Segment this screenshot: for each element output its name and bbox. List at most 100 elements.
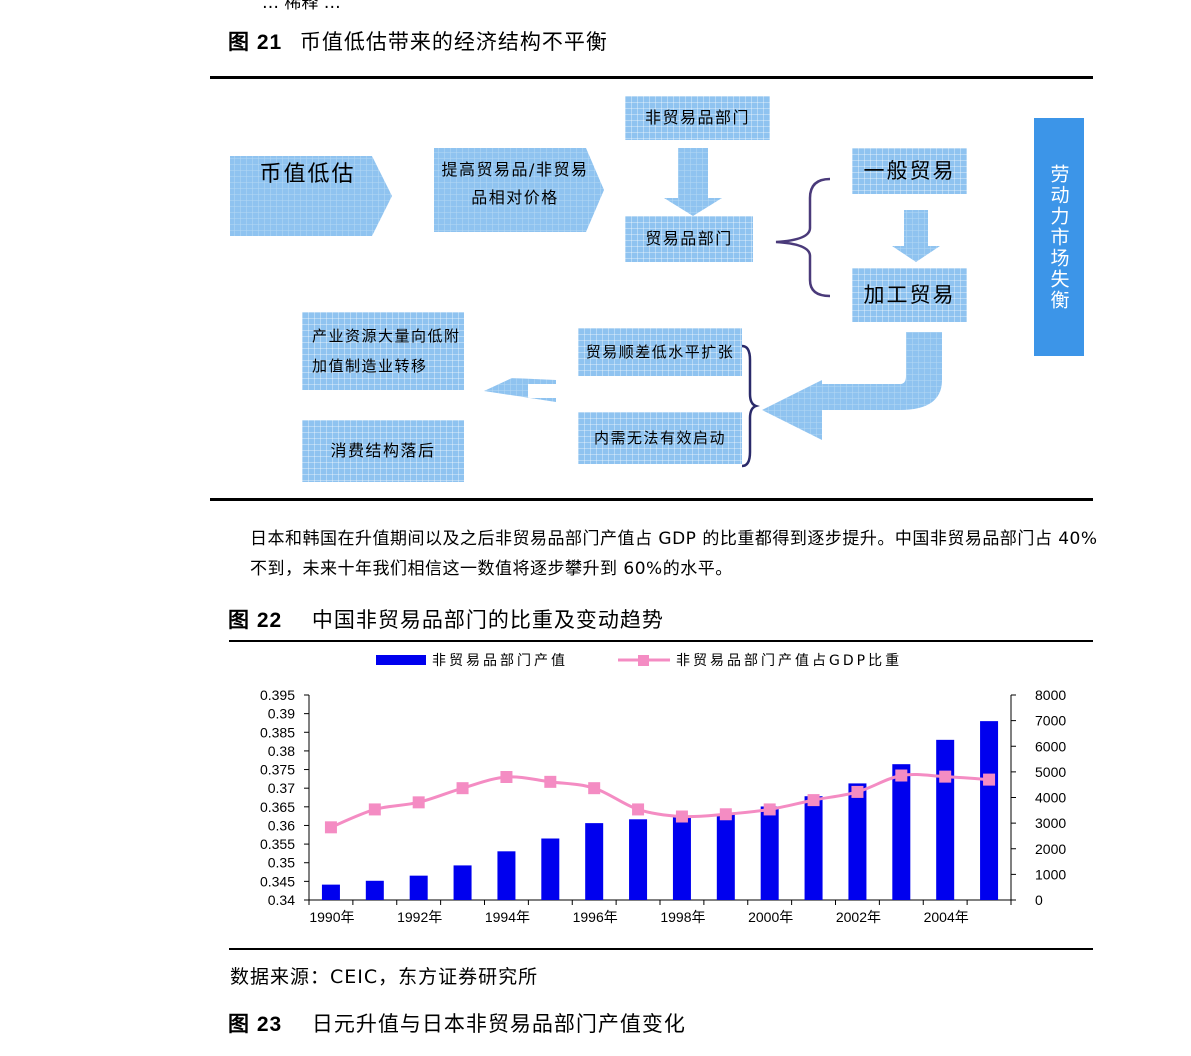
legend-line-label: 非贸易品部门产值占GDP比重 <box>676 653 902 669</box>
bar <box>848 783 867 900</box>
line-point <box>588 782 601 795</box>
line-point <box>324 821 337 834</box>
left-tick-label: 0.39 <box>268 706 295 722</box>
industry-shift-box: 产业资源大量向低附加值制造业转移 <box>302 312 464 390</box>
raise-price-label: 提高贸易品/非贸易品相对价格 <box>441 160 589 207</box>
line-point <box>983 773 996 786</box>
line-point <box>412 796 425 809</box>
x-tick-label: 2004年 <box>924 909 969 925</box>
line-point <box>851 785 864 798</box>
curved-big-arrow <box>762 332 942 440</box>
bar-series <box>321 721 999 900</box>
diagram-canvas <box>230 148 942 468</box>
bar <box>716 814 735 900</box>
bar <box>629 819 648 900</box>
line-path <box>330 773 990 829</box>
line-point <box>544 775 557 788</box>
bar <box>760 806 779 900</box>
right-tick-label: 0 <box>1035 892 1043 908</box>
x-tick-label: 1992年 <box>397 909 442 925</box>
line-point <box>895 769 908 782</box>
line-point <box>456 782 469 795</box>
left-tick-label: 0.365 <box>260 799 295 815</box>
line-point <box>939 770 952 783</box>
labor-market-text: 劳动力市场失衡 <box>1047 163 1070 311</box>
bar <box>585 823 604 900</box>
bar <box>980 721 999 900</box>
tradable-sector-box: 贸易品部门 <box>625 216 753 262</box>
bar <box>804 796 823 900</box>
figure-21-title: 图 21 币值低估带来的经济结构不平衡 <box>228 26 608 56</box>
bar <box>453 865 472 900</box>
bar <box>321 884 340 900</box>
figure-23-label: 图 23 <box>228 1013 283 1036</box>
down-arrow-2 <box>892 210 940 262</box>
brace-trade <box>775 177 831 298</box>
bar <box>672 816 691 900</box>
figure-22-top-rule <box>229 640 1093 642</box>
right-tick-label: 1000 <box>1035 866 1066 882</box>
right-tick-label: 8000 <box>1035 687 1066 703</box>
left-tick-label: 0.355 <box>260 836 295 852</box>
line-point <box>807 794 820 807</box>
figure-22-bottom-rule <box>229 948 1093 950</box>
figure-23-caption: 日元升值与日本非贸易品部门产值变化 <box>311 1012 686 1036</box>
x-tick-label: 1996年 <box>573 909 618 925</box>
bar <box>497 851 516 900</box>
legend-line-marker <box>638 655 649 666</box>
x-tick-label: 1998年 <box>660 909 705 925</box>
left-tick-label: 0.38 <box>268 743 295 759</box>
bar <box>365 880 384 900</box>
line-point <box>675 810 688 823</box>
surplus-box: 贸易顺差低水平扩张 <box>578 328 742 376</box>
figure-21-label: 图 21 <box>228 31 283 54</box>
right-tick-label: 7000 <box>1035 713 1066 729</box>
left-tick-label: 0.35 <box>268 855 295 871</box>
left-tick-label: 0.345 <box>260 873 295 889</box>
top-cut-text: … 稀释 … <box>262 0 341 13</box>
figure-22-caption: 中国非贸易品部门的比重及变动趋势 <box>311 608 664 632</box>
data-source: 数据来源：CEIC，东方证券研究所 <box>230 966 539 988</box>
right-tick-label: 2000 <box>1035 841 1066 857</box>
body-paragraph: 日本和韩国在升值期间以及之后非贸易品部门产值占 GDP 的比重都得到逐步提升。中… <box>250 529 1098 579</box>
nontradable-sector-box: 非贸易品部门 <box>625 96 770 140</box>
legend-bar-label: 非贸易品部门产值 <box>432 653 568 669</box>
left-tick-label: 0.37 <box>268 780 295 796</box>
undervalue-label: 币值低估 <box>259 162 356 187</box>
figure-22-label: 图 22 <box>228 609 283 632</box>
right-tick-label: 4000 <box>1035 790 1066 806</box>
line-point <box>368 803 381 816</box>
brace-outcome <box>741 344 760 468</box>
chart-legend: 非贸易品部门产值 非贸易品部门产值占GDP比重 <box>376 653 902 669</box>
line-point <box>763 803 776 816</box>
left-tick-label: 0.385 <box>260 724 295 740</box>
undervalue-arrow-shape <box>230 156 392 236</box>
figure-21-bottom-rule <box>210 498 1093 501</box>
structure-diagram: 币值低估 提高贸易品/非贸易品相对价格 非贸易品部门 贸易品部门 一般贸易 加工… <box>210 80 1093 498</box>
left-tick-label: 0.375 <box>260 762 295 778</box>
x-tick-label: 2000年 <box>748 909 793 925</box>
left-arrow-small <box>484 378 556 402</box>
left-tick-label: 0.395 <box>260 687 295 703</box>
bar <box>409 875 428 900</box>
consumption-lag-box: 消费结构落后 <box>302 420 464 482</box>
left-tick-label: 0.36 <box>268 817 295 833</box>
domestic-demand-box: 内需无法有效启动 <box>578 412 742 464</box>
processing-trade-box: 加工贸易 <box>852 268 967 322</box>
line-series <box>324 769 996 834</box>
line-point <box>500 771 513 783</box>
right-tick-label: 6000 <box>1035 738 1066 754</box>
nontradable-chart: 非贸易品部门产值 非贸易品部门产值占GDP比重 0.34 0.345 0.35 0.35… <box>260 653 1066 925</box>
legend-bar-swatch <box>376 655 426 665</box>
bar <box>541 838 560 900</box>
bar <box>936 739 955 900</box>
x-tick-label: 2002年 <box>836 909 881 925</box>
labor-market-panel: 劳动力市场失衡 <box>1034 118 1084 356</box>
figure-23-title: 图 23 日元升值与日本非贸易品部门产值变化 <box>228 1008 686 1038</box>
bar <box>892 764 911 900</box>
right-tick-label: 3000 <box>1035 815 1066 831</box>
figure-21-caption: 币值低估带来的经济结构不平衡 <box>299 30 608 54</box>
right-tick-label: 5000 <box>1035 764 1066 780</box>
x-tick-label: 1994年 <box>485 909 530 925</box>
left-tick-label: 0.34 <box>268 892 295 908</box>
